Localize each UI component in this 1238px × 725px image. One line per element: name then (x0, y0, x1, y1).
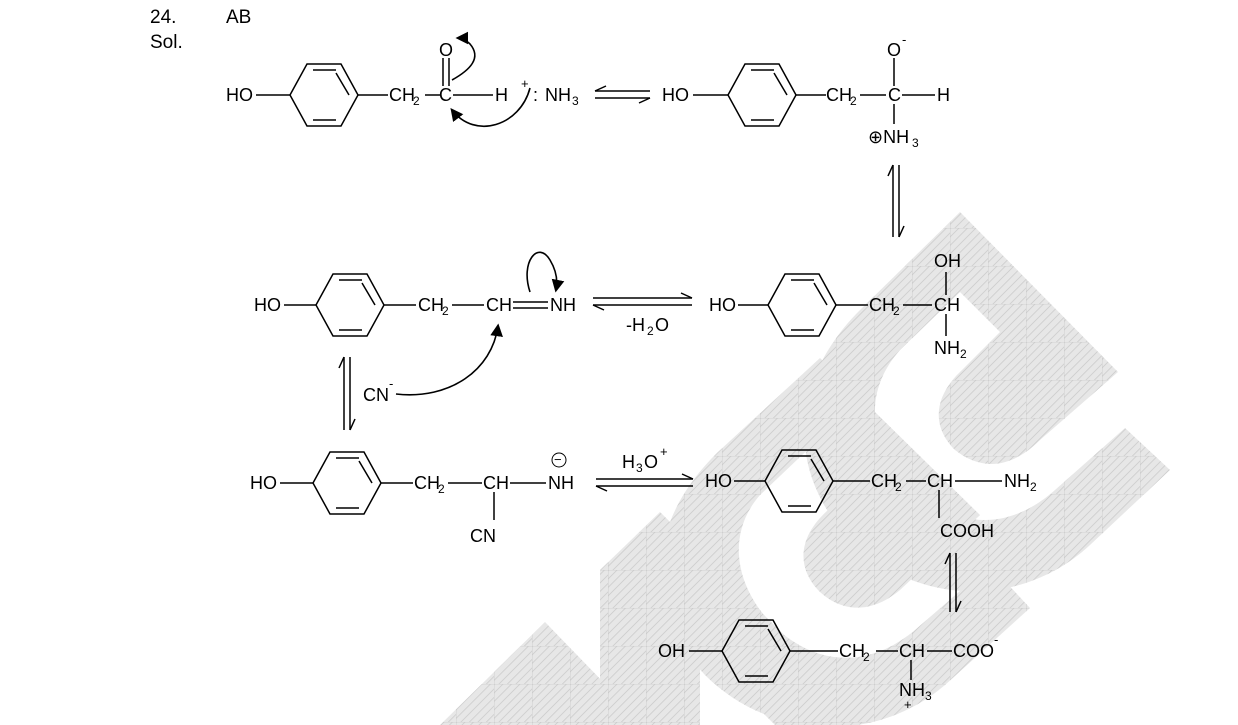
hydrolysis-condition-charge: + (660, 444, 668, 459)
aldehyde-oh-label: HO (226, 85, 253, 105)
hydrolysis-condition-subscript: 3 (636, 461, 643, 475)
ammonium-subscript: 3 (912, 136, 919, 150)
imine-oh-label: HO (254, 295, 281, 315)
dehydration-condition-oxygen: O (655, 315, 669, 335)
carbonyl-carbon-label: C (439, 85, 452, 105)
neutral-amino-acid-ch-label: CH (927, 471, 953, 491)
equilibrium-arrow-5 (595, 473, 694, 492)
neutral-amino-acid-nh2-label: NH (1004, 471, 1030, 491)
carbinolamine-ch2-label: CH (869, 295, 895, 315)
equilibrium-arrow-4 (338, 356, 356, 431)
carbinolamine-nh2-label: NH (934, 338, 960, 358)
zwitterion-nh3-charge: + (904, 697, 912, 712)
intermediate1-ch2-label: CH (826, 85, 852, 105)
ammonia-lone-pair: : (533, 85, 538, 105)
imine-nh-label: NH (550, 295, 576, 315)
zwitterion-ch-label: CH (899, 641, 925, 661)
answer-label: AB (226, 7, 252, 28)
zwitterion-coo-label: COO (953, 641, 994, 661)
aldehyde-ch2-label: CH (389, 85, 415, 105)
dehydration-condition-subscript: 2 (647, 324, 654, 338)
tetrahedral-intermediate: HO CH 2 C H O - ⊕NH 3 (662, 32, 950, 150)
neutral-amino-acid-ch2-subscript: 2 (895, 480, 902, 494)
ammonia-subscript: 3 (572, 94, 579, 108)
aminonitrile-ch2-label: CH (414, 473, 440, 493)
aminonitrile-ch-label: CH (483, 473, 509, 493)
intermediate1-oh-label: HO (662, 85, 689, 105)
amino-acid-zwitterion: OH CH 2 CH COO - NH 3 + (658, 619, 998, 712)
amino-acid-neutral: HO CH 2 CH NH 2 COOH (705, 449, 1037, 541)
zwitterion-nh3-subscript: 3 (925, 689, 932, 703)
imine-ch2-subscript: 2 (442, 304, 449, 318)
equilibrium-arrow-1 (594, 85, 651, 104)
equilibrium-arrow-3 (592, 292, 693, 311)
aldehyde-hydrogen-label: H (495, 85, 508, 105)
ammonia-label: NH (545, 85, 571, 105)
solution-label: Sol. (150, 32, 183, 53)
watermark-logo (440, 212, 1170, 725)
carbonyl-electron-arrow (451, 31, 476, 81)
imine-ch-label: CH (486, 295, 512, 315)
intermediate1-carbon-label: C (888, 85, 901, 105)
aminonitrile-oh-label: HO (250, 473, 277, 493)
intermediate1-ch2-subscript: 2 (850, 94, 857, 108)
alkoxide-charge: - (902, 32, 906, 47)
ammonia-plus-sign: + (521, 76, 529, 91)
cyanide-reagent: CN (363, 385, 389, 405)
aldehyde-ch2-subscript: 2 (413, 94, 420, 108)
zwitterion-ch2-subscript: 2 (863, 650, 870, 664)
carbonyl-oxygen-label: O (439, 40, 453, 60)
watermark-shape-bar (440, 622, 640, 725)
zwitterion-ch2-label: CH (839, 641, 865, 661)
aminonitrile-cn-label: CN (470, 526, 496, 546)
alkoxide-oxygen-label: O (887, 40, 901, 60)
hydrolysis-condition-oxygen: O (644, 452, 658, 472)
carbinolamine-ch2-subscript: 2 (893, 304, 900, 318)
neutral-amino-acid-nh2-subscript: 2 (1030, 480, 1037, 494)
watermark-shape-r (600, 512, 855, 725)
imine-ch2-label: CH (418, 295, 444, 315)
aminonitrile-ch2-subscript: 2 (438, 482, 445, 496)
carbinolamine-ch-label: CH (934, 295, 960, 315)
zwitterion-nh3-label: NH (899, 680, 925, 700)
equilibrium-arrow-6 (944, 552, 962, 613)
question-number: 24. (150, 7, 177, 28)
zwitterion-oh-label: OH (658, 641, 685, 661)
carbinolamine-nh2-subscript: 2 (960, 347, 967, 361)
aminonitrile: HO CH 2 CH NH − CN (250, 451, 574, 546)
amide-anion-charge: − (554, 452, 562, 467)
neutral-amino-acid-cooh-label: COOH (940, 521, 994, 541)
dehydration-condition: -H (626, 315, 645, 335)
intermediate1-hydrogen-label: H (937, 85, 950, 105)
aldehyde-reactant: HO CH 2 O C H (226, 40, 508, 127)
amide-anion-charge-circle (551, 452, 567, 468)
neutral-amino-acid-ch2-label: CH (871, 471, 897, 491)
cyanide-charge: - (389, 376, 393, 391)
carbinolamine-oh-label: HO (709, 295, 736, 315)
carbinolamine-top-oh-label: OH (934, 251, 961, 271)
imine: HO CH 2 CH NH (254, 273, 576, 337)
imine-pi-electron-arrow (526, 251, 565, 293)
equilibrium-arrow-2 (887, 164, 905, 238)
ammonia-attack-arrow (450, 87, 531, 127)
hydrolysis-condition: H (622, 452, 635, 472)
aminonitrile-nh-label: NH (548, 473, 574, 493)
cyanide-attack-arrow (395, 323, 503, 396)
ammonium-label: ⊕NH (868, 127, 909, 147)
carbinolamine: HO CH 2 CH OH NH 2 (709, 251, 967, 361)
zwitterion-coo-charge: - (994, 632, 998, 647)
neutral-amino-acid-oh-label: HO (705, 471, 732, 491)
